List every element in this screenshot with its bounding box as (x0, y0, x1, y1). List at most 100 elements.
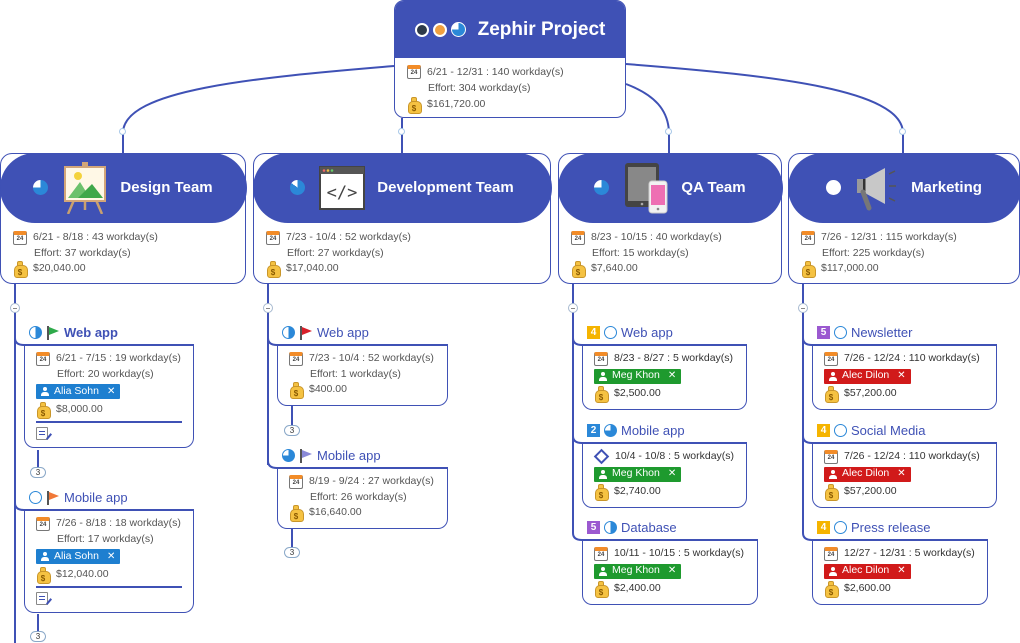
task-title-text: Press release (851, 520, 931, 535)
branch-handle[interactable] (899, 128, 906, 135)
money-bag-icon (594, 581, 609, 601)
resource-tag[interactable]: Alia Sohn✕ (36, 549, 121, 564)
flag-purple-icon (299, 448, 313, 463)
note-icon[interactable] (36, 591, 48, 605)
calendar-icon: 24 (824, 449, 838, 464)
remove-resource-icon[interactable]: ✕ (667, 565, 677, 577)
task-node-qa-mobile-app[interactable]: 10/4 - 10/8 : 5 workday(s) Meg Khon✕ $2,… (582, 442, 747, 508)
remove-resource-icon[interactable]: ✕ (106, 550, 116, 562)
remove-resource-icon[interactable]: ✕ (897, 468, 906, 480)
task-dates: 12/27 - 12/31 : 5 workday(s) (844, 547, 975, 559)
divider (36, 586, 182, 588)
money-bag-icon (266, 261, 281, 281)
connector-root-qa (625, 83, 670, 155)
progress-pie-icon (834, 326, 847, 339)
subtask-count-badge[interactable]: 3 (30, 631, 46, 642)
money-bag-icon (594, 386, 609, 406)
team-title: Design Team (120, 179, 213, 196)
task-cost: $8,000.00 (56, 402, 103, 415)
branch-handle[interactable] (119, 128, 126, 135)
team-cost: $7,640.00 (591, 262, 638, 274)
root-effort: Effort: 304 workday(s) (428, 82, 531, 94)
calendar-icon: 24 (594, 351, 608, 366)
task-cost: $2,500.00 (614, 387, 661, 399)
person-icon (599, 371, 607, 381)
branch-handle[interactable] (398, 128, 405, 135)
priority-badge: 5 (587, 521, 600, 534)
resource-name: Alec Dilon (842, 564, 890, 577)
team-effort: Effort: 37 workday(s) (34, 246, 131, 259)
note-icon[interactable] (36, 426, 48, 440)
collapse-button[interactable] (568, 303, 578, 313)
task-cost: $16,640.00 (309, 506, 362, 518)
resource-tag[interactable]: Alec Dilon ✕ (824, 563, 911, 579)
remove-resource-icon[interactable]: ✕ (897, 565, 906, 577)
resource-tag[interactable]: Alia Sohn✕ (36, 384, 121, 399)
resource-tag[interactable]: Meg Khon✕ (594, 563, 682, 579)
resource-tag[interactable]: Meg Khon✕ (594, 466, 682, 482)
remove-resource-icon[interactable]: ✕ (106, 385, 116, 397)
person-icon (829, 469, 837, 479)
subtask-count-badge[interactable]: 3 (284, 547, 300, 558)
task-title-design-web-app[interactable]: Web app (29, 325, 118, 340)
task-title-qa-web-app[interactable]: 4 Web app (587, 325, 673, 340)
root-cost: $161,720.00 (427, 98, 486, 110)
root-node[interactable]: Zephir Project 24 6/21 - 12/31 : 140 wor… (394, 0, 626, 118)
team-title: Marketing (911, 179, 982, 196)
progress-pie-icon (33, 180, 49, 195)
person-icon (829, 371, 837, 381)
team-cost: $20,040.00 (33, 262, 86, 274)
subtask-count-badge[interactable]: 3 (30, 467, 46, 478)
remove-resource-icon[interactable]: ✕ (667, 468, 677, 480)
person-icon (599, 469, 607, 479)
calendar-icon: 24 (571, 230, 585, 245)
task-title-dev-web-app[interactable]: Web app (282, 325, 369, 340)
task-title-qa-mobile-app[interactable]: 2 Mobile app (587, 423, 685, 438)
root-title: Zephir Project (477, 18, 606, 40)
task-title-marketing-press-release[interactable]: 4 Press release (817, 520, 930, 535)
collapse-button[interactable] (798, 303, 808, 313)
collapse-button[interactable] (263, 303, 273, 313)
remove-resource-icon[interactable]: ✕ (897, 370, 906, 382)
progress-pie-icon (604, 521, 617, 534)
money-bag-icon (801, 261, 816, 281)
task-title-marketing-newsletter[interactable]: 5 Newsletter (817, 325, 912, 340)
branch-handle[interactable] (665, 128, 672, 135)
resource-tag[interactable]: Meg Khon✕ (594, 368, 682, 384)
remove-resource-icon[interactable]: ✕ (667, 370, 677, 382)
subtask-count-badge[interactable]: 3 (284, 425, 300, 436)
task-dates: 7/26 - 8/18 : 18 workday(s) (56, 517, 181, 529)
calendar-icon: 24 (801, 230, 815, 245)
task-title-design-mobile-app[interactable]: Mobile app (29, 490, 128, 505)
task-cost: $12,040.00 (56, 567, 109, 580)
resource-tag[interactable]: Alec Dilon✕ (824, 368, 911, 384)
collapse-button[interactable] (10, 303, 20, 313)
task-cost: $2,740.00 (614, 485, 661, 497)
task-title-qa-database[interactable]: 5 Database (587, 520, 677, 535)
progress-pie-icon (282, 326, 295, 339)
resource-tag[interactable]: Alec Dilon✕ (824, 466, 911, 482)
divider (36, 421, 182, 423)
team-cost: $17,040.00 (286, 262, 339, 274)
task-dates: 10/4 - 10/8 : 5 workday(s) (615, 450, 735, 462)
task-title-text: Newsletter (851, 325, 913, 340)
task-title-text: Mobile app (317, 448, 381, 463)
task-title-dev-mobile-app[interactable]: Mobile app (282, 448, 381, 463)
task-title-marketing-social-media[interactable]: 4 Social Media (817, 423, 925, 438)
money-bag-icon (36, 401, 51, 421)
progress-pie-icon (29, 326, 42, 339)
